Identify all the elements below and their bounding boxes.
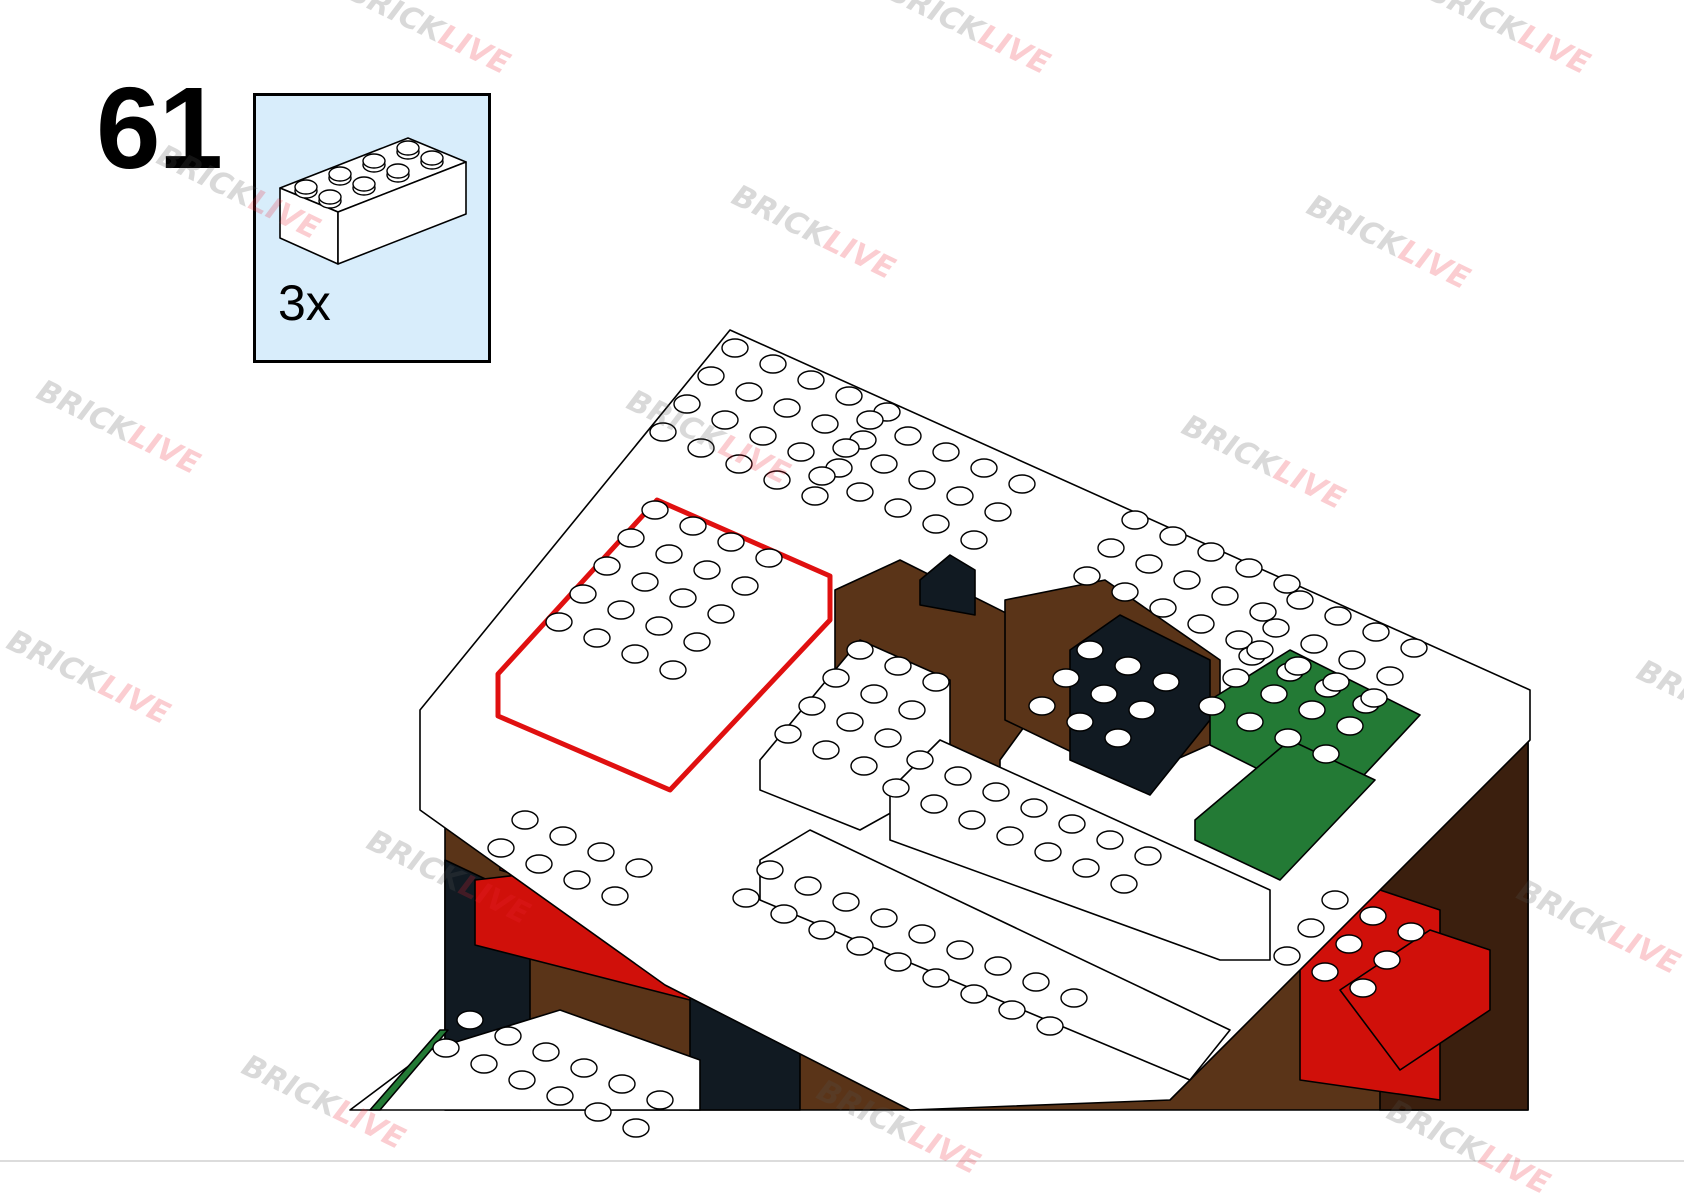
- brick-2x4-icon: [279, 137, 467, 265]
- parts-callout: 3x: [253, 93, 491, 363]
- step-number: 61: [96, 63, 223, 193]
- page-bottom-rule: [0, 1160, 1684, 1162]
- part-quantity: 3x: [278, 275, 331, 331]
- highlight-outline: [495, 497, 833, 793]
